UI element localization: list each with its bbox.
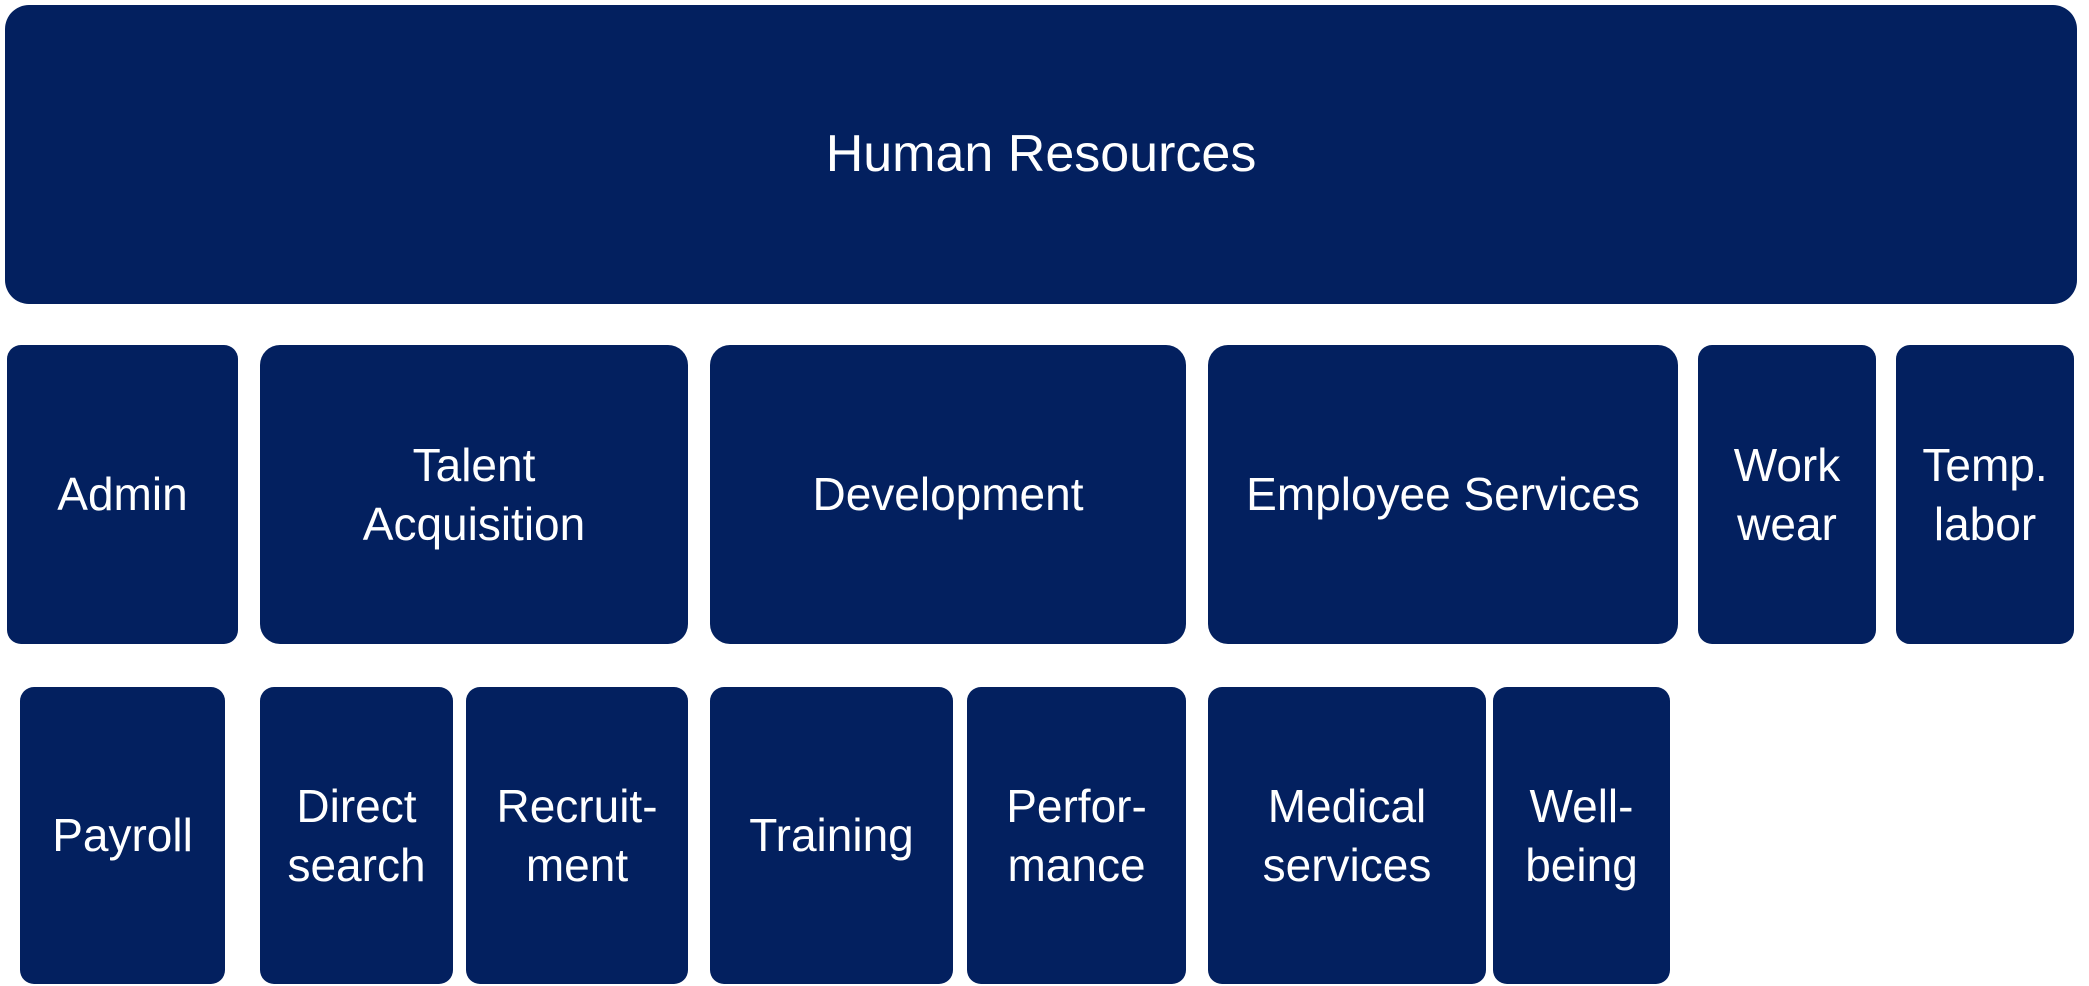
node-label: Well- being [1525,779,1638,891]
org-node-talent-acquisition: Talent Acquisition [260,345,688,644]
org-node-admin: Admin [7,345,238,644]
node-label: Employee Services [1246,468,1640,521]
node-label: Development [812,468,1084,521]
org-node-recruitment: Recruit- ment [466,687,688,984]
org-node-well-being: Well- being [1493,687,1670,984]
node-label: Payroll [52,809,193,862]
node-label: Talent Acquisition [362,438,586,550]
node-label: Work wear [1733,438,1841,550]
org-node-direct-search: Direct search [260,687,453,984]
org-node-training: Training [710,687,953,984]
node-label: Medical services [1262,779,1432,891]
org-node-human-resources: Human Resources [5,5,2077,304]
org-node-development: Development [710,345,1186,644]
org-node-temp-labor: Temp. labor [1896,345,2074,644]
org-node-performance: Perfor- mance [967,687,1186,984]
node-label: Perfor- mance [1006,779,1147,891]
org-node-payroll: Payroll [20,687,225,984]
org-node-employee-services: Employee Services [1208,345,1678,644]
node-label: Training [749,809,914,862]
node-label: Human Resources [825,125,1257,184]
node-label: Recruit- ment [496,779,658,891]
node-label: Direct search [287,779,426,891]
node-label: Temp. labor [1922,438,2048,550]
org-node-medical-services: Medical services [1208,687,1486,984]
node-label: Admin [57,468,188,521]
org-node-work-wear: Work wear [1698,345,1876,644]
